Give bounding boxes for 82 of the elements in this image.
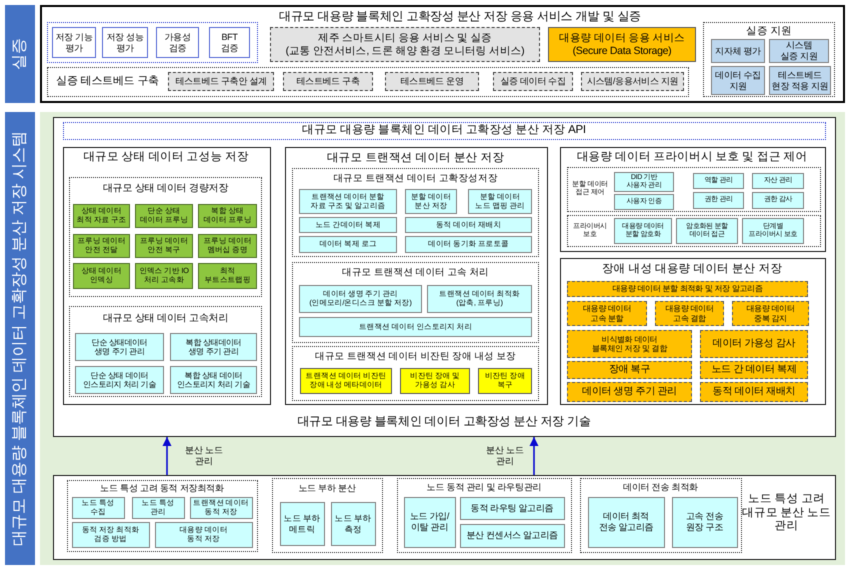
group-frame [580,478,742,552]
group-frame [703,22,835,97]
group-title: 실증 지원 [745,24,793,38]
section-panel [62,146,270,404]
module-box: 테스트베드 구축 [283,72,373,91]
module-box: 노드 간 데이터 복제 [700,361,808,379]
group-frame [47,67,689,97]
group-title: 대규모 트랜잭션 데이터 고속 처리 [341,266,490,280]
group-title: 대규모 트랜잭션 데이터 고확장성저장 [332,172,499,186]
group-frame [272,478,382,552]
module-box: 대용량 데이터 중복 감지 [732,301,809,326]
group-title: 데이터 전송 최적화 [622,481,699,494]
group-frame [47,22,258,63]
module-box: 데이터 최적 전송 알고리즘 [588,496,664,548]
section-panel [284,146,548,404]
service-box: 제주 스마트시티 응용 서비스 및 실증 (교통 안전서비스, 드론 해양 환경 모니터링 서비스) [270,27,540,62]
module-box: 분산 컨센서스 알고리즘 [460,524,564,548]
section-title: 장애 내성 대용량 데이터 분산 저장 [600,262,784,277]
group-frame [66,480,258,552]
section-title: 노드 특성 고려 대규모 분산 노드 관리 [742,492,832,534]
module-box: BFT 검증 [209,27,250,58]
group-frame [292,346,539,401]
module-box: 데이터 수집 지원 [711,66,765,95]
section-title: 대용량 데이터 프라이버시 보호 및 접근 제어 [576,150,808,165]
section-title: 대규모 트랜잭션 데이터 분산 저장 [326,150,506,166]
section-panel [53,475,836,560]
group-frame [69,306,262,397]
section-panel [40,5,845,103]
edge-label: 분산 노드 관리 [485,444,525,468]
service-box: 대용량 데이터 응용 서비스 (Secure Data Storage) [548,27,696,62]
module-box: 저장 기능 평가 [52,27,96,58]
section-title: 대규모 상태 데이터 고성능 저장 [82,150,250,165]
module-box: 테스트베드 구축안 설계 [168,72,274,91]
module-box: 데이터 생명 주기 관리 [567,382,692,402]
api-bar: 대규모 대용량 블록체인 데이터 고확장성 분산 저장 API [62,122,826,140]
module-box: 테스트베드 운영 [385,72,479,91]
module-box: 가용성 검증 [156,27,199,58]
module-box: 장애 복구 [567,361,692,379]
module-box: 시스템/응용서비스 지원 [581,72,684,91]
group-frame [567,215,821,247]
module-box: 실증 데이터 수집 [493,72,573,91]
module-box: 대용량 데이터 고속 분할 [567,301,647,326]
module-box: 고속 전송 원장 구조 [672,496,738,548]
side-label-band: 대규모 대용량 블록체인 데이터 고확장성 분산 저장 시스템 [5,112,35,565]
module-box: 저장 성능 평가 [102,27,148,58]
module-box: 동적 라우팅 알고리즘 [460,496,564,520]
group-frame [396,478,572,552]
group-title: 대규모 상태 데이터 경량저장 [102,182,230,196]
module-box: 복합 상태 데이터 인스토리지 처리 기술 [170,366,257,394]
module-box: 비식별화 데이터 블록체인 저장 및 결합 [567,330,692,358]
arrow [530,437,538,475]
group-title: 노드 동적 관리 및 라우팅관리 [426,481,542,494]
section-panel [560,258,826,404]
group-frame [292,168,539,257]
module-box: 데이터 가용성 감사 [700,330,808,358]
section-panel [53,117,836,437]
group-title: 대규모 트랜잭션 데이터 비잔틴 장애 내성 보장 [314,350,517,364]
module-box: 테스트베드 현장 적용 지원 [769,66,831,95]
module-box: 대용량 데이터 고속 결합 [655,301,724,326]
group-title: 노드 특성 고려 동적 저장최적화 [99,482,225,496]
module-box: 대용량 데이터 분할 최적화 및 저장 알고리즘 [567,281,808,297]
module-box: 단순 상태데이터 생명 주기 관리 [75,333,164,361]
section-title: 대규모 대용량 블록체인 고확장성 분산 저장 응용 서비스 개발 및 실증 [278,8,642,25]
group-frame [567,167,821,212]
module-box: 노드 부하 메트릭 [280,502,324,546]
section-title: 대규모 대용량 블록체인 데이터 고확장성 분산 저장 기술 [296,413,592,430]
module-box: 단순 상태 데이터 인스토리지 처리 기술 [75,366,164,394]
group-frame [292,262,539,343]
edge-label: 분산 노드 관리 [184,444,224,468]
module-box: 노드 가입/이탈 관리 [404,496,456,548]
side-label-band: 실증 [5,5,35,103]
module-box: 복합 상태데이터 생명 주기 관리 [170,333,257,361]
module-box: 시스템 실증 지원 [769,39,829,63]
group-title: 대규모 상태 데이터 고속처리 [102,312,230,326]
arrow [162,437,172,475]
group-frame [69,177,262,297]
group-title: 노드 부하 분산 [297,482,357,496]
module-box: 지자체 평가 [711,39,765,63]
module-box: 동적 데이터 재배치 [700,382,808,402]
module-box: 노드 부하 측정 [330,502,376,546]
group-title: 실증 테스트베드 구축 [55,74,160,90]
section-panel [560,146,826,252]
